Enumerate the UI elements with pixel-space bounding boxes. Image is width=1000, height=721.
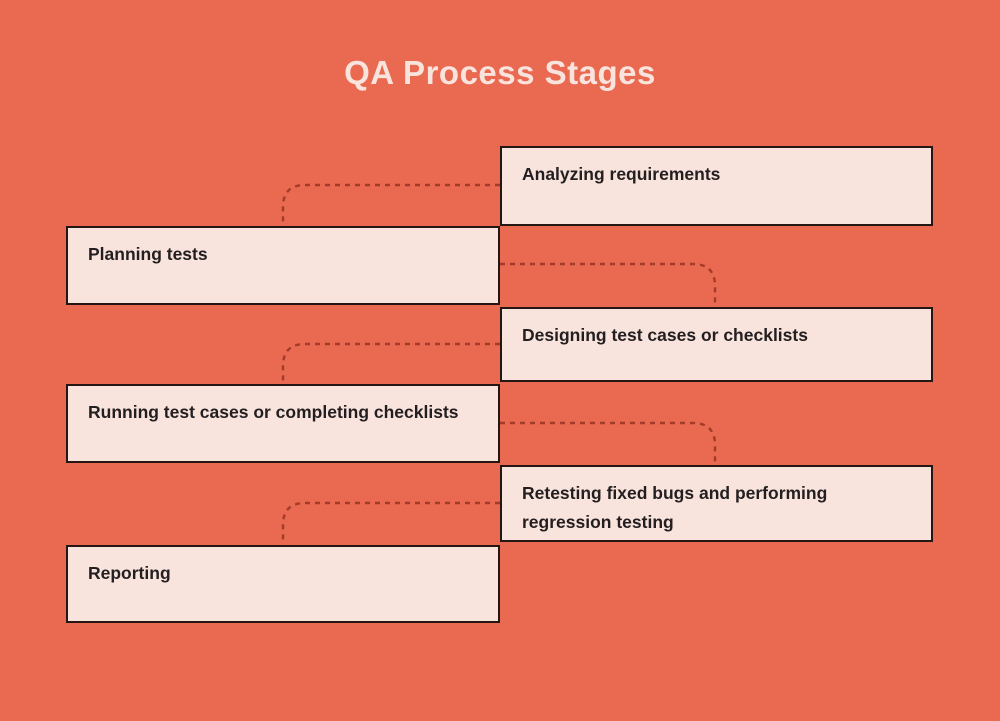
connector-analyzing-to-planning: [281, 183, 500, 226]
stage-box-analyzing-requirements: Analyzing requirements: [500, 146, 933, 226]
stage-label: Retesting fixed bugs and performing regr…: [522, 483, 828, 532]
stage-label: Reporting: [88, 563, 171, 583]
connector-retesting-to-reporting: [281, 501, 500, 544]
diagram-title: QA Process Stages: [344, 54, 656, 91]
connector-designing-to-running: [281, 342, 500, 384]
stage-box-reporting: Reporting: [66, 545, 500, 623]
connector-planning-to-designing: [500, 262, 717, 306]
stage-label: Designing test cases or checklists: [522, 325, 808, 345]
stage-box-retesting-fixed-bugs: Retesting fixed bugs and performing regr…: [500, 465, 933, 542]
stage-label: Analyzing requirements: [522, 164, 721, 184]
stage-box-planning-tests: Planning tests: [66, 226, 500, 305]
stage-label: Planning tests: [88, 244, 208, 264]
stage-box-running-test-cases: Running test cases or completing checkli…: [66, 384, 500, 463]
stage-box-designing-test-cases: Designing test cases or checklists: [500, 307, 933, 382]
stage-label: Running test cases or completing checkli…: [88, 402, 459, 422]
connector-running-to-retesting: [500, 421, 717, 464]
